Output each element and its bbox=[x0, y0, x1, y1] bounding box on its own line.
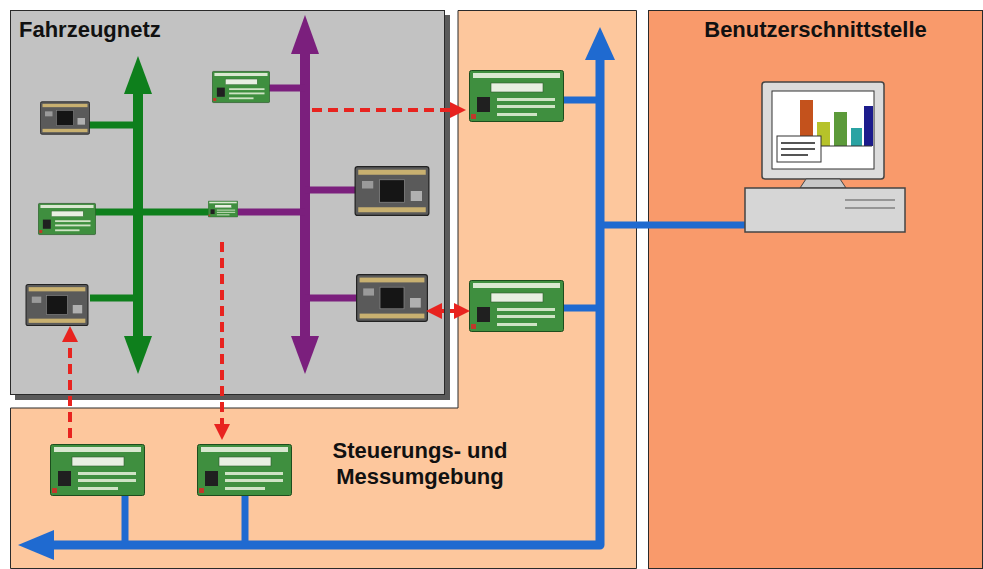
green-bus bbox=[88, 56, 210, 374]
eval-board bbox=[470, 281, 564, 332]
gateway-module bbox=[208, 201, 238, 217]
bus-branch bbox=[268, 85, 305, 92]
bus-line bbox=[300, 52, 310, 338]
chart-bar bbox=[800, 100, 813, 146]
region-title: Benutzerschnittstelle bbox=[649, 17, 982, 43]
chart-axis bbox=[780, 146, 872, 147]
measurement-boards bbox=[51, 71, 564, 496]
blue-bus bbox=[18, 27, 748, 560]
eval-board bbox=[470, 71, 564, 122]
ecu-module bbox=[212, 71, 269, 102]
bus-branch bbox=[563, 97, 600, 104]
computer-icon bbox=[745, 82, 905, 232]
user-interface-panel: Benutzerschnittstelle bbox=[648, 10, 983, 569]
bus-branch bbox=[94, 209, 210, 216]
region-title: Steuerungs- und Messumgebung bbox=[300, 438, 540, 491]
ecu-modules bbox=[26, 71, 429, 325]
measurement-panel: Steuerungs- und Messumgebung bbox=[10, 10, 637, 569]
drive-slot bbox=[845, 208, 895, 209]
drive-slot bbox=[845, 200, 895, 201]
bus-branch bbox=[122, 496, 129, 545]
region-outline bbox=[10, 10, 637, 569]
region-shape bbox=[11, 11, 637, 569]
card-line bbox=[781, 142, 815, 144]
region-title: Fahrzeugnetz bbox=[19, 17, 161, 43]
purple-bus bbox=[236, 15, 356, 374]
bus-branch bbox=[305, 295, 356, 302]
screen-card bbox=[777, 136, 821, 162]
bus-branch bbox=[88, 122, 138, 129]
card-line bbox=[781, 154, 808, 156]
ecu-module bbox=[355, 167, 429, 216]
chart-bar bbox=[851, 128, 862, 146]
computer-case bbox=[745, 188, 905, 232]
access-arrow bbox=[68, 334, 72, 438]
monitor-screen bbox=[772, 91, 874, 169]
access-arrows bbox=[70, 110, 462, 438]
monitor-stand bbox=[800, 179, 846, 188]
bus-head bbox=[585, 27, 615, 60]
access-arrow bbox=[434, 309, 462, 313]
eval-board bbox=[51, 445, 145, 496]
ecu-module bbox=[40, 102, 89, 135]
chart-bar bbox=[817, 122, 830, 146]
access-arrow bbox=[220, 242, 224, 432]
bus-branch bbox=[242, 496, 249, 545]
eval-board bbox=[198, 445, 292, 496]
bus-branch bbox=[305, 187, 356, 194]
bus-head bbox=[124, 56, 152, 94]
bus-head bbox=[291, 336, 319, 374]
chart-bar bbox=[864, 106, 873, 146]
bus-branch bbox=[563, 305, 600, 312]
ecu-module bbox=[357, 275, 428, 322]
bus-head bbox=[18, 530, 54, 560]
bus-branch bbox=[236, 209, 305, 216]
network-panel: Fahrzeugnetz bbox=[10, 10, 445, 395]
card-line bbox=[781, 148, 815, 150]
bus-head bbox=[124, 336, 152, 374]
bus-line bbox=[133, 92, 143, 338]
bus-branch bbox=[600, 222, 748, 229]
bus-head bbox=[291, 15, 319, 54]
ecu-module bbox=[26, 285, 88, 326]
monitor-frame bbox=[762, 82, 884, 179]
bus-branch bbox=[90, 295, 138, 302]
bus-line bbox=[52, 58, 600, 545]
chart-bar bbox=[834, 112, 847, 146]
access-arrow bbox=[312, 108, 458, 112]
ecu-module bbox=[38, 203, 95, 234]
